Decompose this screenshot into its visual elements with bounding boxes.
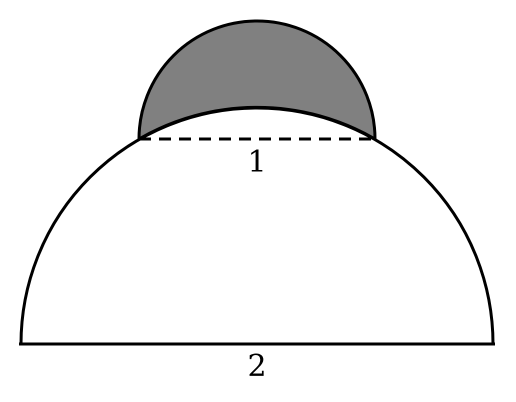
diameter-label: 2 — [247, 349, 266, 384]
large-semicircle-arc — [19, 106, 495, 345]
shaded-lune — [137, 19, 377, 141]
chord-label: 1 — [247, 145, 266, 180]
